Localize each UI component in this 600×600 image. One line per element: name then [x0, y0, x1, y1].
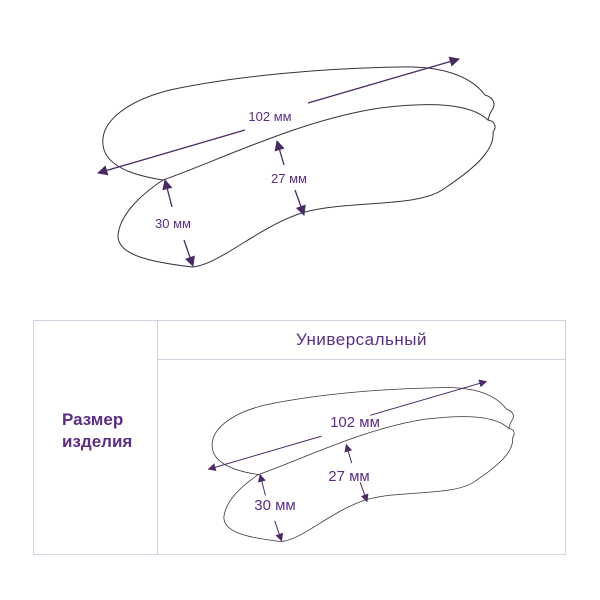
table-mid-width-label: 27 мм	[328, 468, 369, 485]
size-table: Универсальный Размер изделия	[33, 320, 566, 555]
table-divider-horizontal	[157, 359, 565, 360]
table-length-label: 102 мм	[330, 414, 380, 431]
end-width-label: 30 мм	[155, 216, 191, 231]
top-insole-drawing: 102 мм 27 мм 30 мм	[98, 59, 495, 267]
row-header-line2: изделия	[62, 432, 133, 451]
column-header-universal: Универсальный	[295, 330, 427, 349]
table-divider-vertical	[157, 321, 158, 554]
length-label: 102 мм	[248, 109, 291, 124]
row-header-product-size: Размер изделия	[34, 409, 157, 453]
table-insole-drawing: 102 мм 27 мм 30 мм	[208, 381, 514, 541]
row-header-line1: Размер	[62, 410, 124, 429]
mid-width-label: 27 мм	[271, 171, 307, 186]
table-end-width-label: 30 мм	[254, 497, 295, 514]
